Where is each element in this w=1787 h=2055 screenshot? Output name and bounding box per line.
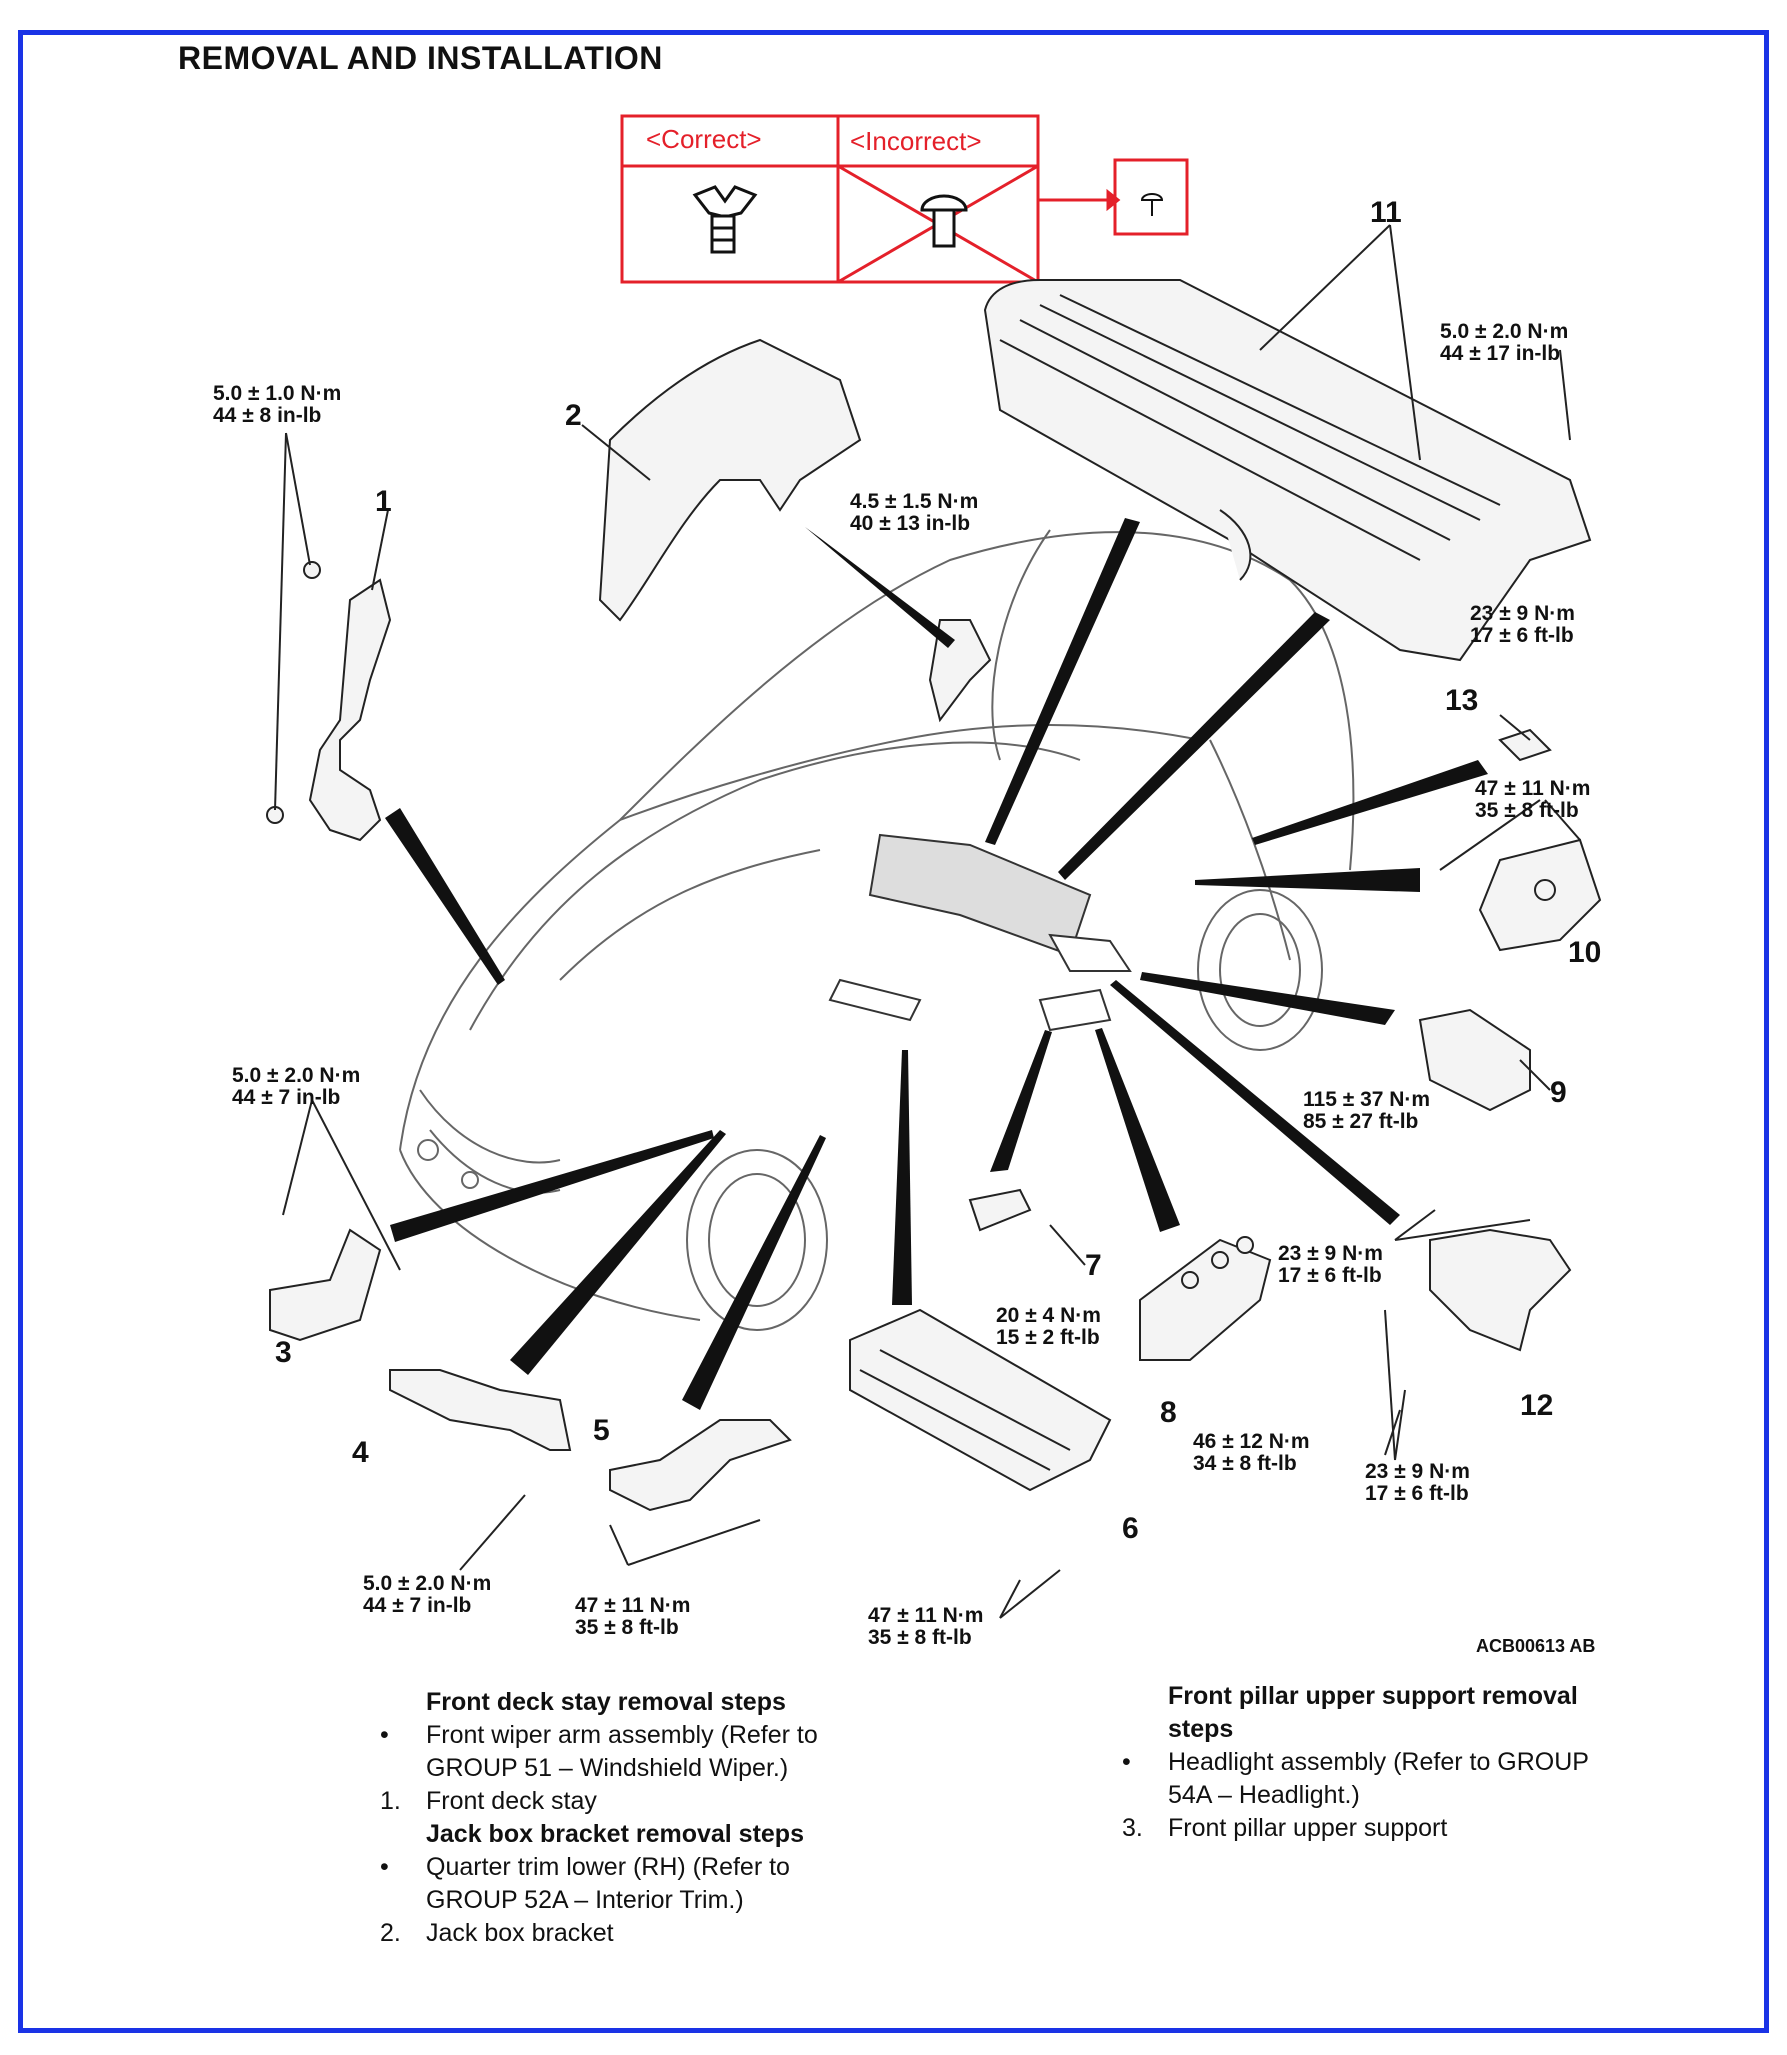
part-11-cover bbox=[983, 279, 1592, 662]
leader-lines bbox=[274, 224, 1581, 1619]
clip-location-icon bbox=[1140, 193, 1164, 216]
part-4-bracket bbox=[389, 1369, 572, 1451]
part-9-bracket bbox=[1418, 1008, 1531, 1112]
torque-part6-ftlb: 35 ± 8 ft-lb bbox=[868, 1626, 972, 1649]
torque-part13-ftlb: 17 ± 6 ft-lb bbox=[1470, 624, 1574, 647]
part-number-13: 13 bbox=[1445, 684, 1478, 717]
clip-incorrect-icon bbox=[920, 194, 968, 248]
part-10-plate bbox=[1478, 838, 1602, 952]
correct-label: <Correct> bbox=[646, 124, 762, 154]
torque-part11-nm: 5.0 ± 2.0 N·m bbox=[1440, 320, 1568, 343]
part-number-4: 4 bbox=[352, 1436, 369, 1469]
part-number-8: 8 bbox=[1160, 1396, 1177, 1429]
torque-part8-nm: 46 ± 12 N·m bbox=[1193, 1430, 1310, 1453]
part-1-deck-stay bbox=[266, 561, 392, 842]
torque-part10-ftlb: 35 ± 8 ft-lb bbox=[1475, 799, 1579, 822]
part-number-9: 9 bbox=[1550, 1076, 1567, 1109]
torque-part1-inlb: 44 ± 8 in-lb bbox=[213, 404, 321, 427]
quarter-trim-step-line1: Quarter trim lower (RH) (Refer to bbox=[426, 1853, 790, 1881]
location-pointers bbox=[385, 518, 1488, 1410]
torque-part3-inlb: 44 ± 7 in-lb bbox=[232, 1086, 340, 1109]
part-7-bracket bbox=[968, 1188, 1032, 1232]
torque-part5-ftlb: 35 ± 8 ft-lb bbox=[575, 1616, 679, 1639]
bullet-glyph: • bbox=[380, 1853, 389, 1881]
underfloor-assembly bbox=[828, 833, 1132, 1032]
part-8-block bbox=[1139, 1236, 1272, 1361]
right-removal-steps: Front pillar upper support removal steps… bbox=[1122, 1680, 1642, 1845]
left-removal-steps: Front deck stay removal steps • Front wip… bbox=[380, 1686, 900, 1950]
jack-box-heading: Jack box bracket removal steps bbox=[426, 1820, 804, 1848]
torque-part9-ftlb: 85 ± 27 ft-lb bbox=[1303, 1110, 1418, 1133]
pillar-support-heading-line1: Front pillar upper support removal bbox=[1168, 1682, 1578, 1710]
part-12-bracket bbox=[1429, 1228, 1572, 1352]
step-3-marker: 3. bbox=[1122, 1814, 1143, 1842]
clip-correct-icon bbox=[692, 185, 758, 254]
quarter-trim-step-line2: GROUP 52A – Interior Trim.) bbox=[426, 1886, 744, 1914]
part-number-11: 11 bbox=[1370, 196, 1402, 229]
fastener-callout bbox=[620, 114, 1189, 284]
torque-part12-ftlb: 17 ± 6 ft-lb bbox=[1278, 1264, 1382, 1287]
torque-part12-lower-ftlb: 17 ± 6 ft-lb bbox=[1365, 1482, 1469, 1505]
torque-part12-nm: 23 ± 9 N·m bbox=[1278, 1242, 1383, 1265]
page-frame bbox=[18, 30, 1769, 2033]
page-title: REMOVAL AND INSTALLATION bbox=[178, 40, 663, 76]
torque-part11-inlb: 44 ± 17 in-lb bbox=[1440, 342, 1560, 365]
wiper-arm-step-line1: Front wiper arm assembly (Refer to bbox=[426, 1721, 818, 1749]
torque-part6-nm: 47 ± 11 N·m bbox=[868, 1604, 983, 1627]
step-2-marker: 2. bbox=[380, 1919, 401, 1947]
pillar-support-heading-line2: steps bbox=[1168, 1715, 1234, 1743]
part-number-1: 1 bbox=[375, 485, 392, 518]
part-number-10: 10 bbox=[1568, 936, 1601, 969]
bullet-glyph: • bbox=[1122, 1748, 1131, 1776]
torque-part2-inlb: 40 ± 13 in-lb bbox=[850, 512, 970, 535]
figure-code: ACB00613 AB bbox=[1476, 1636, 1596, 1656]
torque-part7-nm: 20 ± 4 N·m bbox=[996, 1304, 1101, 1327]
step-1-marker: 1. bbox=[380, 1787, 401, 1815]
vehicle-outline bbox=[399, 529, 1355, 1331]
headlight-step-line1: Headlight assembly (Refer to GROUP bbox=[1168, 1748, 1589, 1776]
part-number-2: 2 bbox=[565, 399, 582, 432]
part-6-tray bbox=[849, 1308, 1112, 1492]
torque-part4-inlb: 44 ± 7 in-lb bbox=[363, 1594, 471, 1617]
part-number-7: 7 bbox=[1085, 1249, 1102, 1282]
part-number-6: 6 bbox=[1122, 1512, 1139, 1545]
deck-stay-heading: Front deck stay removal steps bbox=[426, 1688, 786, 1716]
torque-part7-ftlb: 15 ± 2 ft-lb bbox=[996, 1326, 1100, 1349]
part-5-bracket bbox=[609, 1419, 792, 1512]
torque-part12-lower-nm: 23 ± 9 N·m bbox=[1365, 1460, 1470, 1483]
torque-part4-nm: 5.0 ± 2.0 N·m bbox=[363, 1572, 491, 1595]
wiper-arm-step-line2: GROUP 51 – Windshield Wiper.) bbox=[426, 1754, 789, 1782]
torque-part1-nm: 5.0 ± 1.0 N·m bbox=[213, 382, 341, 405]
bullet-glyph: • bbox=[380, 1721, 389, 1749]
step-2-text: Jack box bracket bbox=[426, 1919, 614, 1947]
torque-part9-nm: 115 ± 37 N·m bbox=[1303, 1088, 1430, 1111]
torque-part3-nm: 5.0 ± 2.0 N·m bbox=[232, 1064, 360, 1087]
torque-part2-nm: 4.5 ± 1.5 N·m bbox=[850, 490, 978, 513]
torque-part5-nm: 47 ± 11 N·m bbox=[575, 1594, 690, 1617]
part-number-12: 12 bbox=[1520, 1389, 1553, 1422]
torque-part10-nm: 47 ± 11 N·m bbox=[1475, 777, 1590, 800]
torque-part13-nm: 23 ± 9 N·m bbox=[1470, 602, 1575, 625]
incorrect-label: <Incorrect> bbox=[850, 126, 982, 156]
part-number-3: 3 bbox=[275, 1336, 292, 1369]
part-3-support bbox=[269, 1228, 382, 1342]
step-3-text: Front pillar upper support bbox=[1168, 1814, 1448, 1842]
part-number-5: 5 bbox=[593, 1414, 610, 1447]
torque-part8-ftlb: 34 ± 8 ft-lb bbox=[1193, 1452, 1297, 1475]
headlight-step-line2: 54A – Headlight.) bbox=[1168, 1781, 1360, 1809]
step-1-text: Front deck stay bbox=[426, 1787, 597, 1815]
part-13-bracket bbox=[1498, 728, 1552, 762]
